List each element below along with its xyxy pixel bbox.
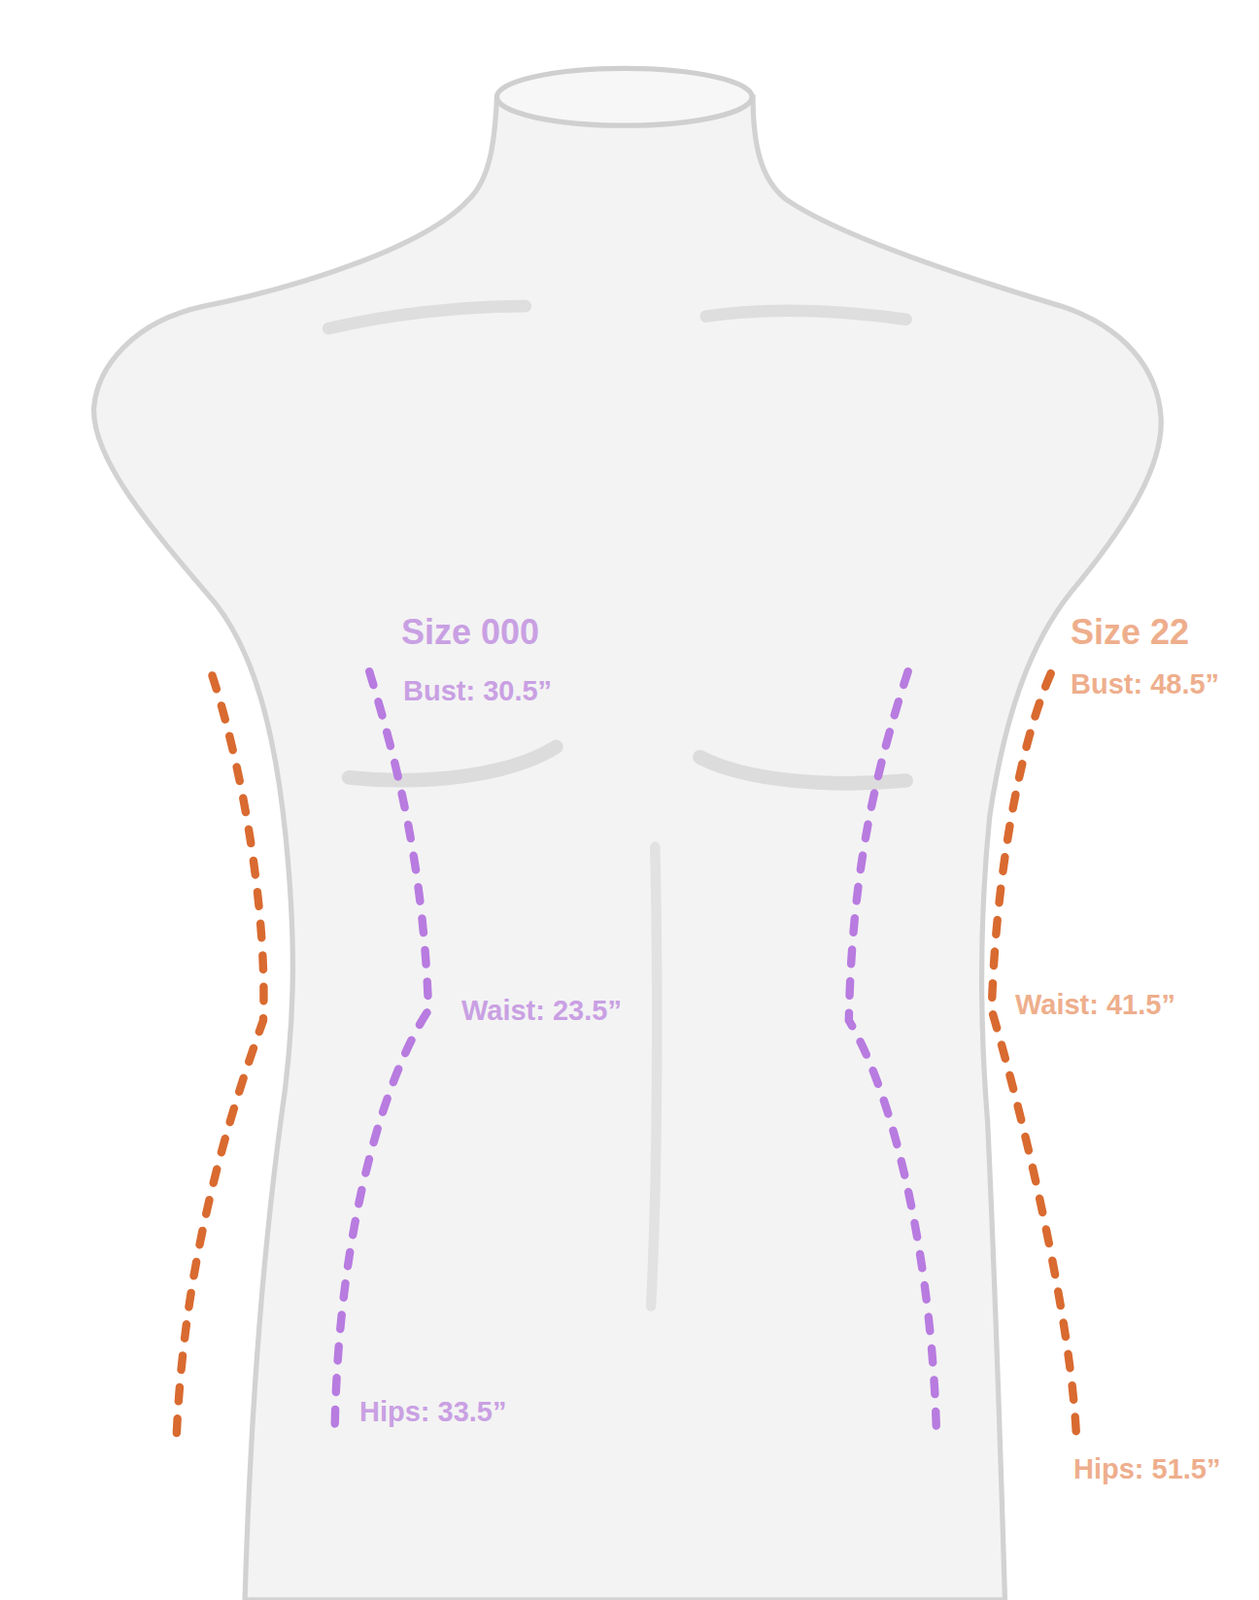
size-22-outline bbox=[176, 675, 265, 1437]
size-22-outline bbox=[991, 673, 1077, 1437]
bust-measure: Bust: 30.5” bbox=[403, 675, 552, 708]
hips-measure: Hips: 33.5” bbox=[359, 1395, 508, 1429]
size-000-outline bbox=[849, 671, 937, 1441]
mannequin-torso bbox=[94, 68, 1162, 1600]
size-000-outline bbox=[334, 671, 429, 1441]
size-heading: Size 000 bbox=[401, 612, 540, 652]
waist-measure: Waist: 23.5” bbox=[461, 994, 622, 1027]
hips-measure: Hips: 51.5” bbox=[1073, 1453, 1222, 1486]
bust-measure: Bust: 48.5” bbox=[1070, 668, 1220, 701]
waist-measure: Waist: 41.5” bbox=[1015, 988, 1176, 1021]
size-heading: Size 22 bbox=[1070, 612, 1190, 652]
